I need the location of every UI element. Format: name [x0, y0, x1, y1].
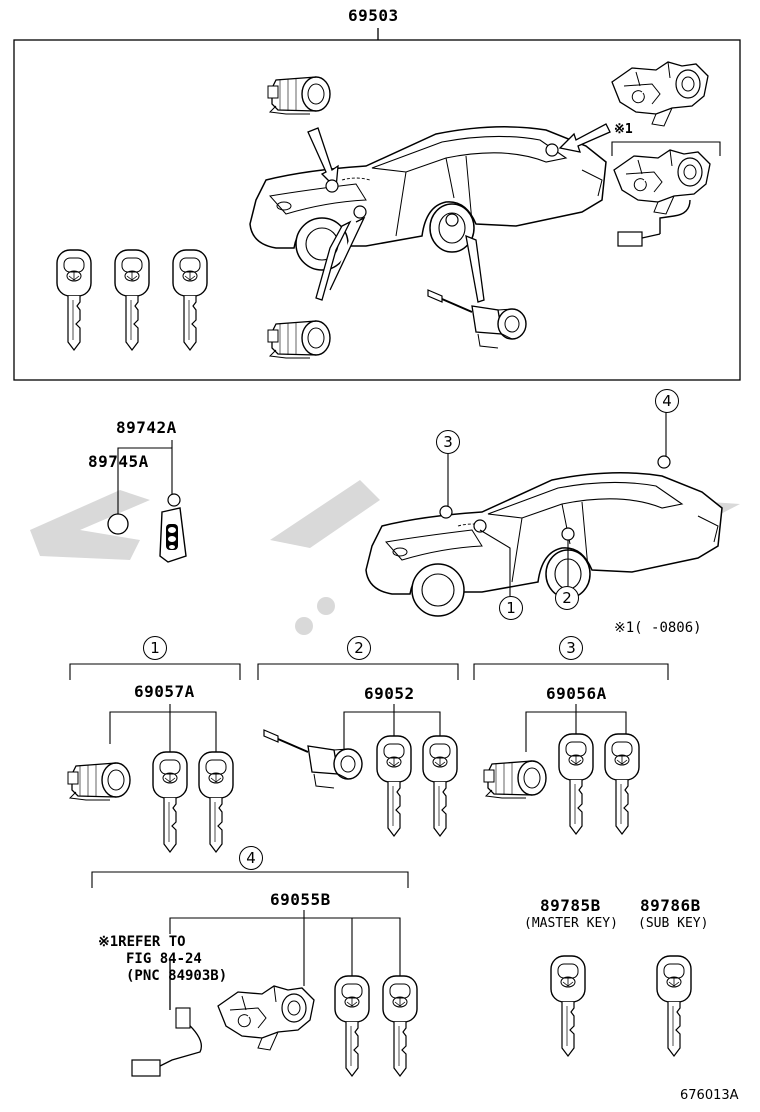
callout-2-set: 2 [347, 636, 371, 660]
note-ref-mark: ※1 [614, 122, 633, 137]
callout-4-set: 4 [239, 846, 263, 870]
note-refer-1: ※1REFER TO [98, 934, 186, 950]
label-69056a: 69056A [546, 684, 607, 703]
label-69055b: 69055B [270, 890, 331, 909]
caption-sub-key: (SUB KEY) [638, 916, 709, 931]
note-refer-2: FIG 84-24 [126, 951, 202, 967]
label-69052: 69052 [364, 684, 415, 703]
label-89786b: 89786B [640, 896, 701, 915]
label-89745a: 89745A [88, 452, 149, 471]
note-date-range: ※1( -0806) [614, 620, 702, 636]
callout-1-car: 1 [499, 596, 523, 620]
callout-3-car: 3 [436, 430, 460, 454]
cylinder-top-drawing [267, 76, 331, 115]
label-89785b: 89785B [540, 896, 601, 915]
note-refer-3: (PNC 84903B) [126, 968, 228, 984]
callout-3-set: 3 [559, 636, 583, 660]
callout-4-car: 4 [655, 389, 679, 413]
callout-1-set: 1 [143, 636, 167, 660]
label-69057a: 69057A [134, 682, 195, 701]
label-89742a: 89742A [116, 418, 177, 437]
caption-master-key: (MASTER KEY) [524, 916, 618, 931]
callout-2-car: 2 [555, 586, 579, 610]
label-69503: 69503 [348, 6, 399, 25]
figure-id: 676013A [680, 1088, 739, 1103]
